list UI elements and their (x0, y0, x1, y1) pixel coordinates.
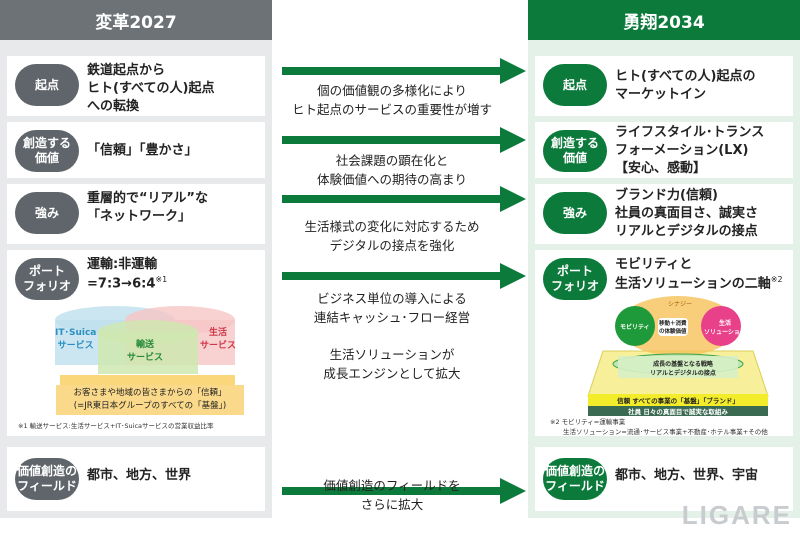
left-header: 変革2027 (0, 0, 272, 40)
left-row-field: 価値創造の フィールド都市、地方、世界 (7, 447, 265, 511)
row-text: 「信頼」「豊かさ」 (87, 143, 198, 158)
strategy-label: 成長の基盤となる戦略 リアルとデジタルの接点 (650, 361, 716, 377)
right-row-value: 創造する 価値ライフスタイル･トランス フォーメーション(LX) 【安心、感動】 (535, 122, 793, 178)
left-row-strength: 強み重層的で“リアル”な 「ネットワーク」 (7, 184, 265, 244)
row-label: 起点 (15, 64, 79, 106)
right-column-yusho2034: 勇翔2034 起点ヒト(すべての人)起点の マーケットイン 創造する 価値ライフ… (528, 0, 800, 518)
row-text: ヒト(すべての人)起点の マーケットイン (615, 69, 756, 103)
row-text: ブランド力(信頼) 社員の真面目さ、誠実さ リアルとデジタルの接点 (615, 188, 759, 240)
synergy-label: シナジー (668, 301, 693, 308)
row-text: ライフスタイル･トランス フォーメーション(LX) 【安心、感動】 (615, 125, 765, 177)
arrow-5 (282, 478, 526, 504)
row-label: 創造する 価値 (543, 130, 607, 172)
row-text: 都市、地方、世界、宇宙 (615, 468, 759, 483)
left-row-origin: 起点鉄道起点から ヒト(すべての人)起点 への転換 (7, 56, 265, 116)
right-row-origin: 起点ヒト(すべての人)起点の マーケットイン (535, 56, 793, 116)
arrow-3 (282, 186, 526, 212)
transition-text-3: 生活様式の変化に対応するため デジタルの接点を強化 (304, 219, 480, 253)
footnote-mark: ※2 (770, 275, 783, 285)
venn-label-it-suica: IT･Suica サービス (55, 328, 97, 351)
arrow-1 (282, 58, 526, 84)
right-row-field: 価値創造の フィールド都市、地方、世界、宇宙 (535, 447, 793, 511)
staff-band: 社員 日々の真面目で誠実な取組み (628, 408, 728, 416)
row-text: モビリティと 生活ソリューションの二軸 (615, 257, 771, 292)
row-label: 強み (543, 192, 607, 234)
footnote-mark: ※1 (155, 275, 168, 285)
transition-text-1: 個の価値観の多様化により ヒト起点のサービスの重要性が増す (291, 83, 492, 117)
row-text: 重層的で“リアル”な 「ネットワーク」 (87, 191, 208, 225)
transition-text-2: 社会課題の顕在化と 体験価値への期待の高まり (316, 153, 467, 187)
venn-label-transport: 輸送 サービス (127, 340, 164, 363)
life-solution-circle-label: 生活 ソリューション (704, 320, 746, 336)
venn-label-life: 生活 サービス (200, 328, 237, 351)
right-header: 勇翔2034 (528, 0, 800, 40)
row-label: 価値創造の フィールド (543, 458, 607, 500)
arrow-2 (282, 127, 526, 153)
experience-value-label: 移動＋消費 の体験価値 (658, 318, 688, 336)
arrow-4 (282, 263, 526, 289)
row-label: 起点 (543, 64, 607, 106)
row-text: 運輸:非運輸 =7:3→6:4 (87, 257, 158, 292)
row-text: 都市、地方、世界 (87, 468, 192, 483)
row-label: 強み (15, 192, 79, 234)
left-column-henkaku2027: 変革2027 起点鉄道起点から ヒト(すべての人)起点 への転換 創造する 価値… (0, 0, 272, 518)
venn-cylinders (55, 306, 235, 390)
footnote-2: ※2 モビリティ=運輸事業 生活ソリューション=流通･サービス事業+不動産･ホテ… (550, 418, 768, 436)
row-label: ポート フォリオ (543, 258, 607, 300)
row-label: ポート フォリオ (15, 258, 79, 300)
transition-text-5: 価値創造のフィールドを さらに拡大 (323, 478, 461, 512)
trust-band: 信頼 すべての事業の「基盤」「ブランド」 (617, 397, 739, 405)
row-text: 鉄道起点から ヒト(すべての人)起点 への転換 (87, 63, 215, 115)
trust-foundation-box: お客さまや地域の皆さまからの「信頼」 (=JR東日本グループのすべての「基盤」) (56, 385, 244, 415)
left-row-value: 創造する 価値「信頼」「豊かさ」 (7, 122, 265, 178)
right-row-strength: 強みブランド力(信頼) 社員の真面目さ、誠実さ リアルとデジタルの接点 (535, 184, 793, 244)
footnote-1: ※1 輸送サービス:生活サービス+IT･Suicaサービスの営業収益比率 (18, 422, 214, 430)
ligare-logo: LIGARE (681, 500, 792, 530)
row-label: 価値創造の フィールド (15, 458, 79, 500)
mobility-circle-label: モビリティ (620, 324, 650, 331)
row-label: 創造する 価値 (15, 130, 79, 172)
transition-text-4: ビジネス単位の導入による 連結キャッシュ･フロー経営 生活ソリューションが 成長… (313, 291, 471, 381)
